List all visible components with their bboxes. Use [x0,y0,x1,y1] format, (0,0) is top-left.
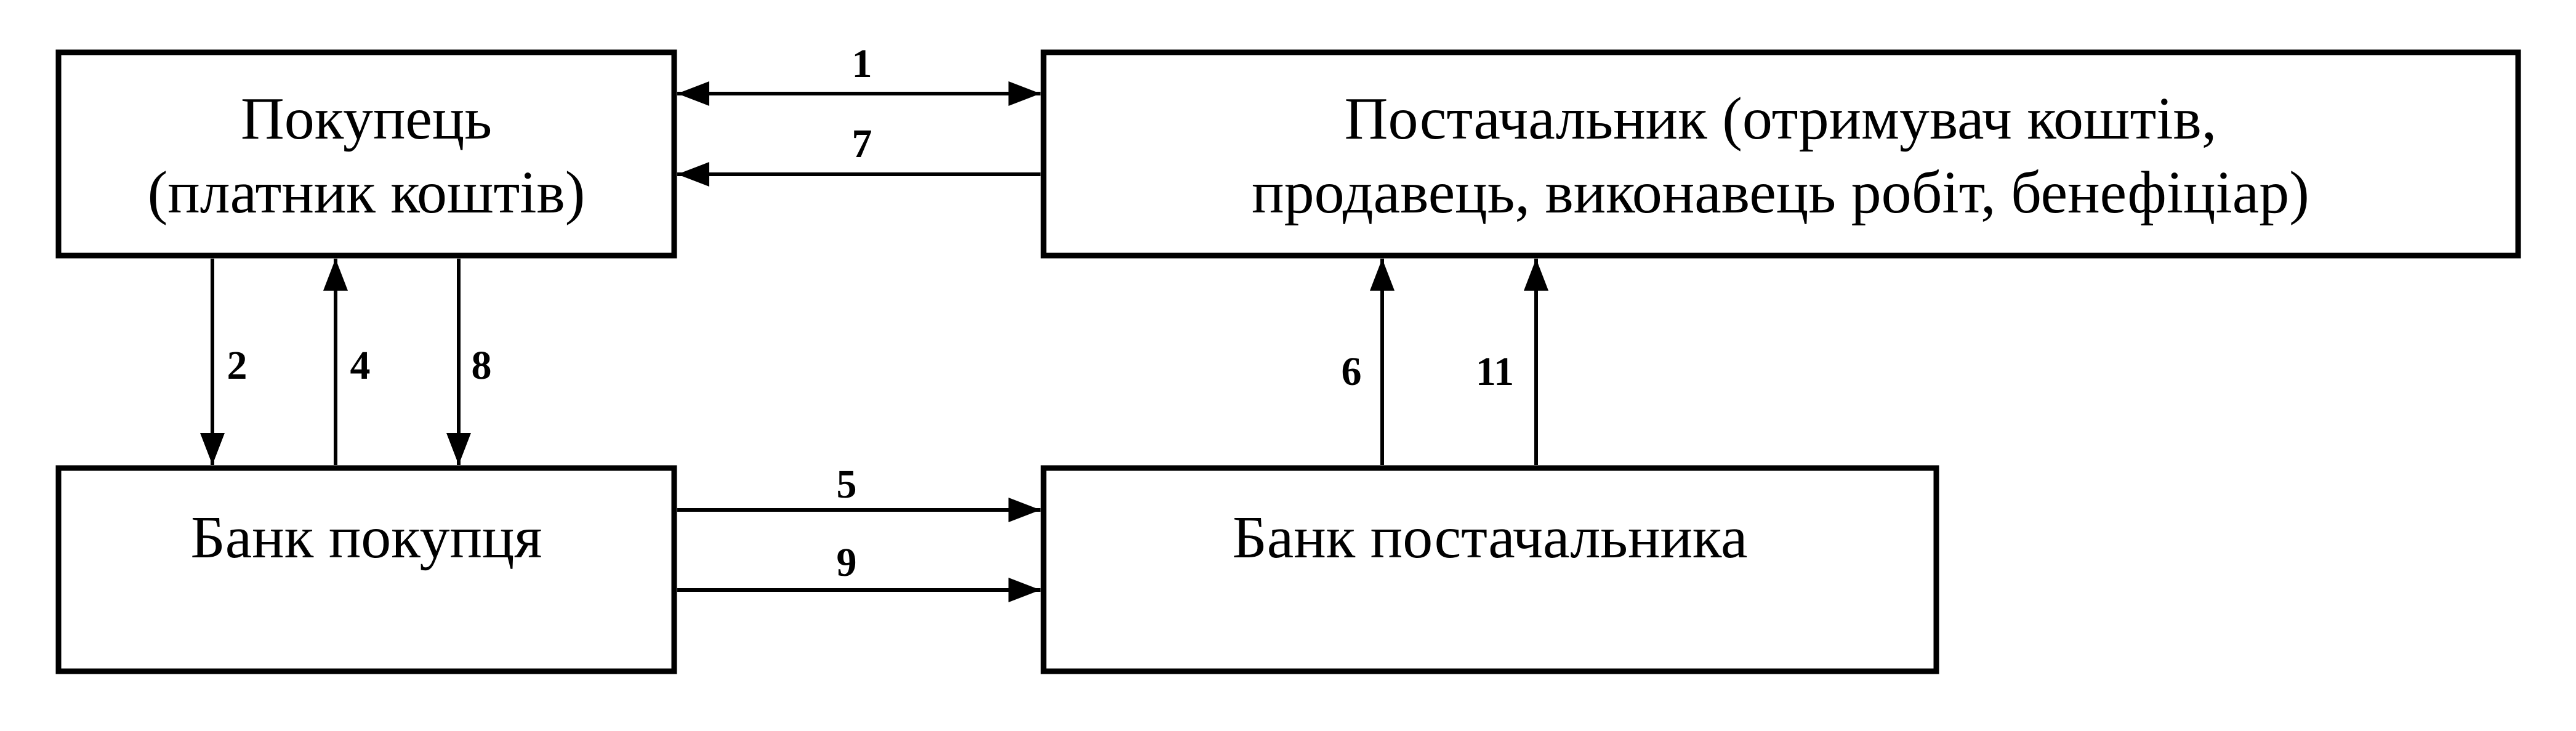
edge-5: 5 [677,462,1040,522]
edge-8-label: 8 [472,343,492,388]
edge-9: 9 [677,540,1040,602]
edge-1-label: 1 [852,41,872,86]
node-buyer-line1: Покупець [241,86,492,152]
node-supplier-line1: Постачальник (отримувач коштів, [1345,86,2217,152]
node-buyer-line2: (платник коштів) [148,160,586,226]
edge-2-label: 2 [227,343,248,388]
node-buyer-bank: Банк покупця [55,465,677,674]
edge-1: 1 [677,41,1040,106]
node-supplier-line2: продавець, виконавець робіт, бенефіціар) [1252,160,2309,226]
node-buyer: Покупець (платник коштів) [55,49,677,259]
edge-4: 4 [323,259,371,465]
edge-4-label: 4 [350,343,371,388]
edge-8: 8 [446,259,492,465]
edge-5-label: 5 [837,462,857,507]
edge-6: 6 [1342,259,1395,465]
edge-7-label: 7 [852,121,872,166]
node-supplier-bank-label: Банк постачальника [1232,504,1747,571]
edge-11: 11 [1476,259,1548,465]
edge-2: 2 [200,259,248,465]
edge-11-label: 11 [1476,349,1514,394]
node-buyer-bank-label: Банк покупця [191,504,542,571]
edge-9-label: 9 [837,540,857,585]
edge-7: 7 [677,121,1040,187]
node-supplier-bank: Банк постачальника [1040,465,1939,674]
node-supplier: Постачальник (отримувач коштів, продавец… [1040,49,2521,259]
edge-6-label: 6 [1342,349,1362,394]
